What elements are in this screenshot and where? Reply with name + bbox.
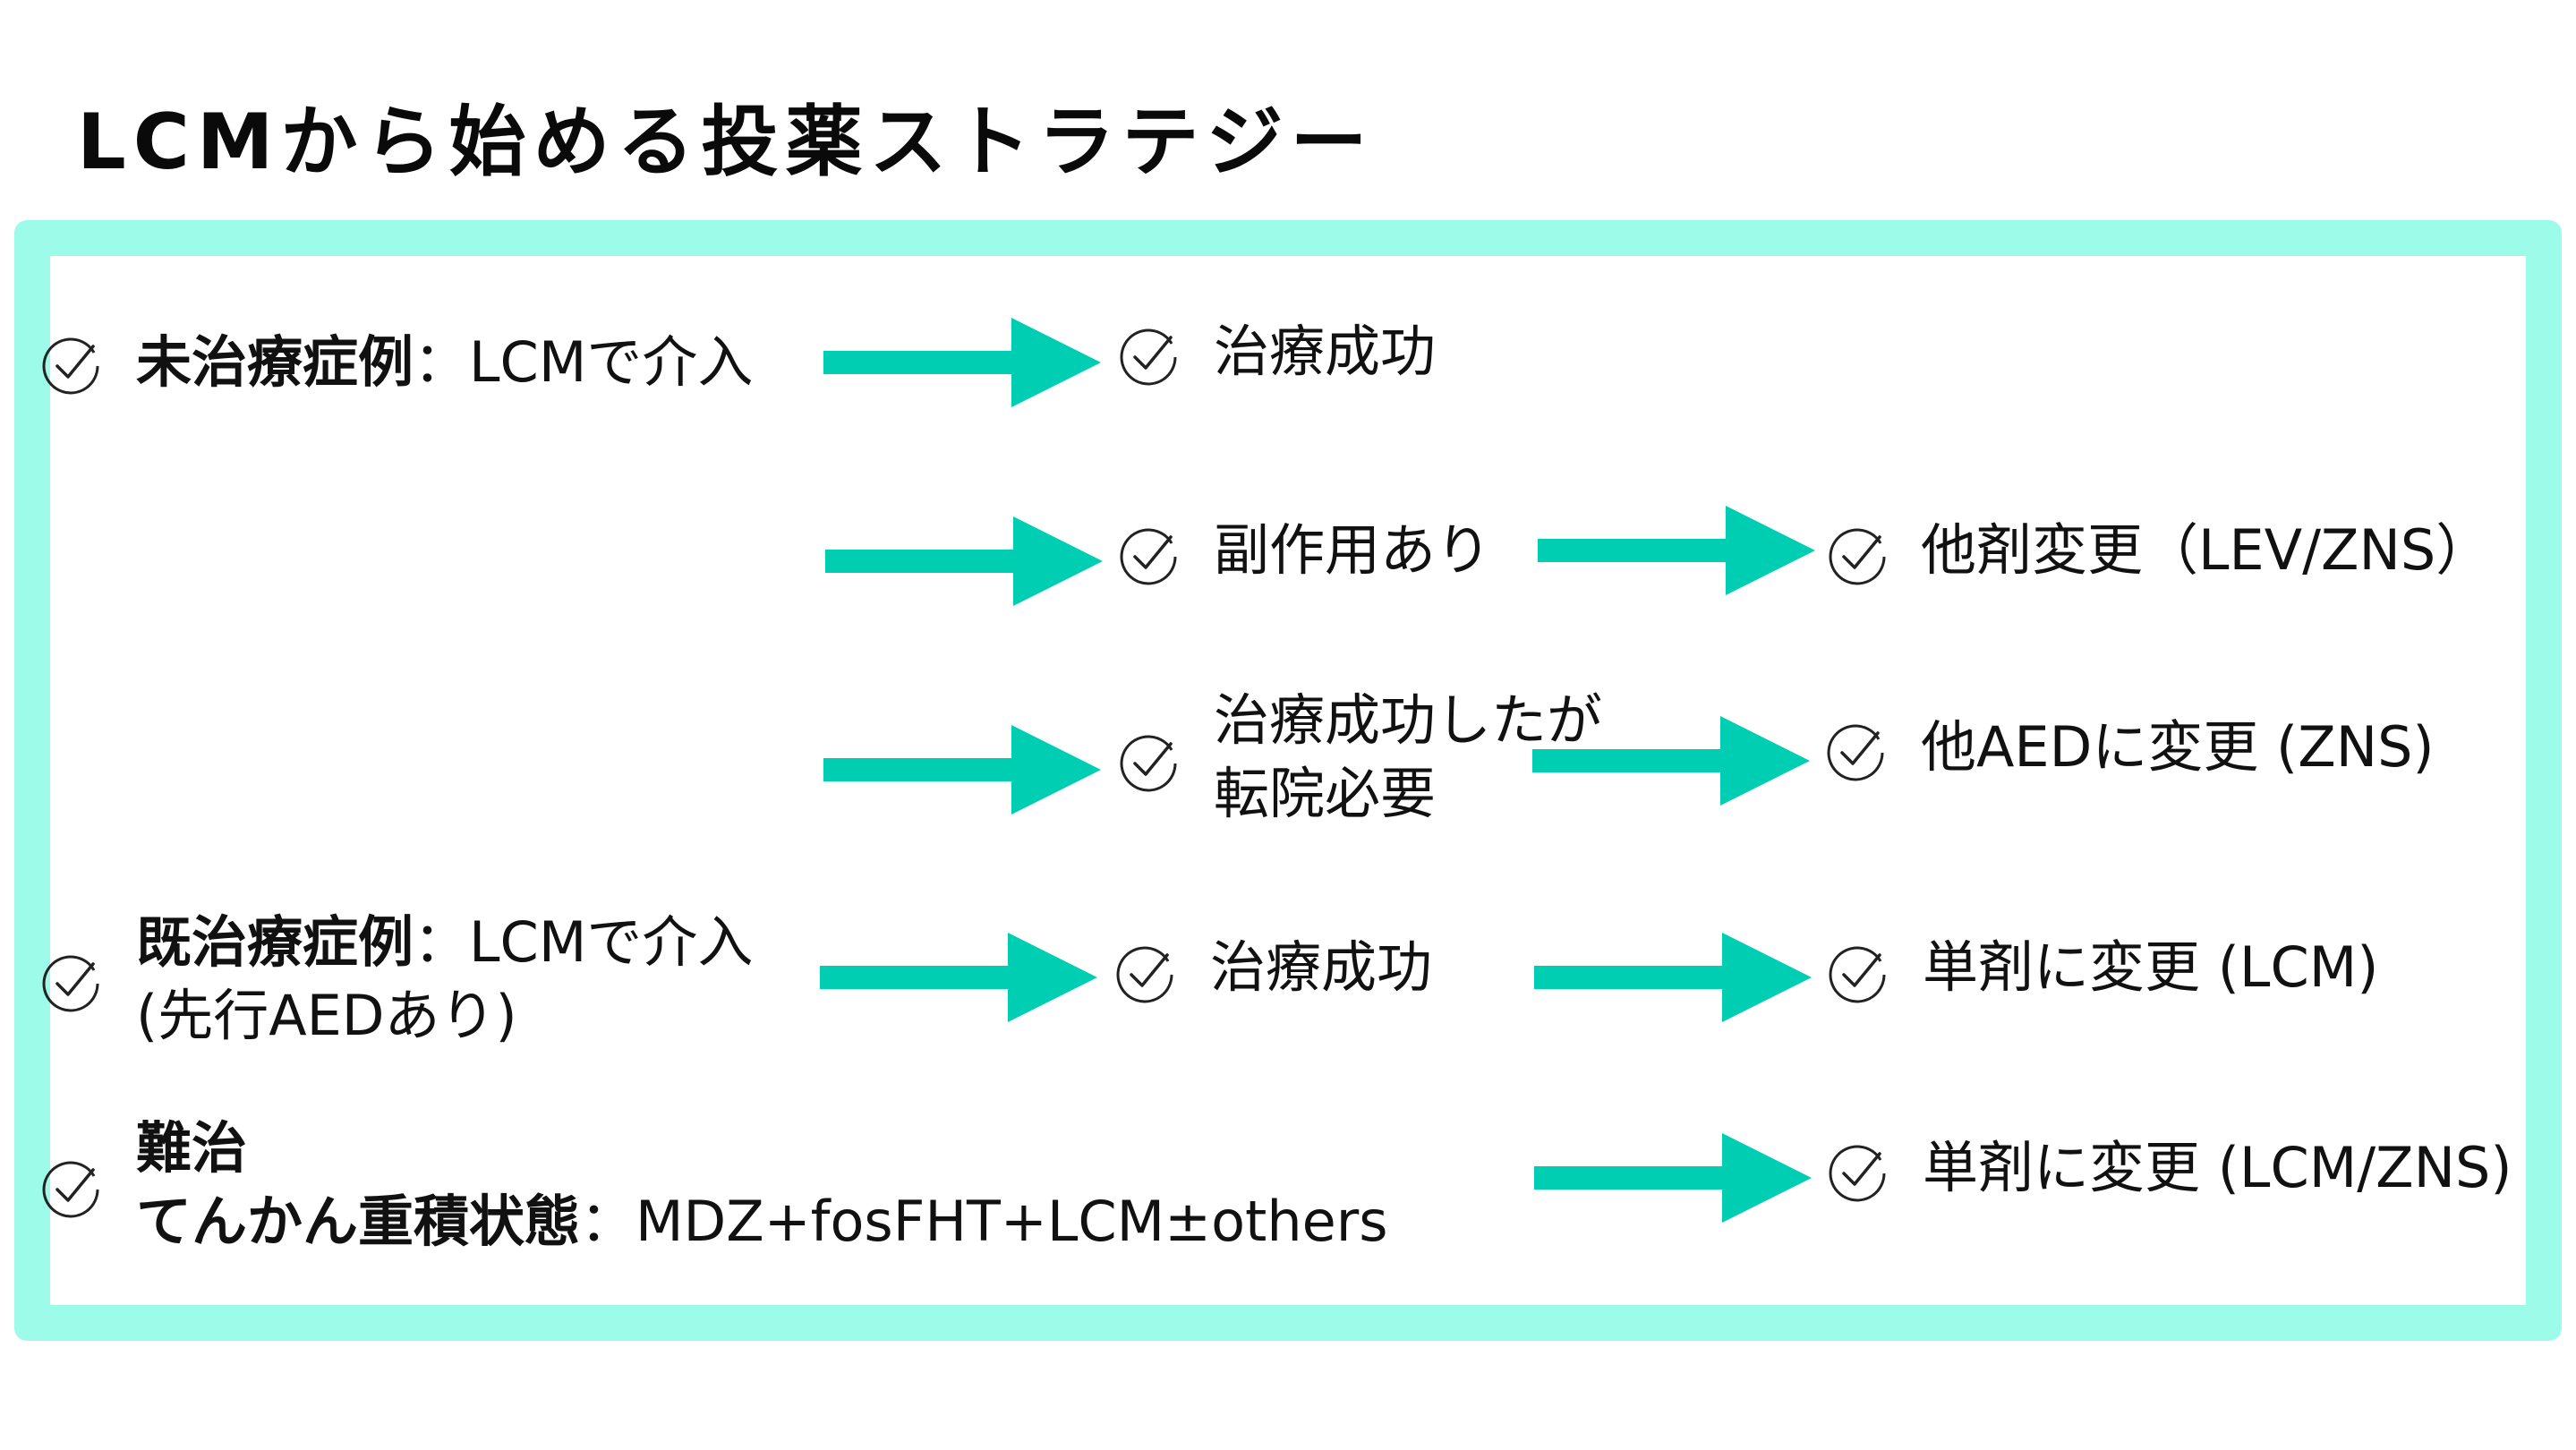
- outcome-success-transfer-line1: 治療成功したが: [1214, 687, 1603, 753]
- row-untreated-rest: ：LCMで介入: [414, 329, 754, 395]
- outcome-side-effect: 副作用あり: [1214, 517, 1492, 583]
- next-mono-lcm: 単剤に変更 (LCM): [1923, 934, 2379, 1000]
- right-arrow-icon: [820, 933, 1097, 1022]
- right-arrow-icon: [1534, 933, 1812, 1022]
- check-circle-icon: [1826, 943, 1889, 1006]
- row-refractory-bold-line2: てんかん重積状態: [136, 1189, 581, 1254]
- row-previously-treated-bold: 既治療症例: [136, 909, 414, 975]
- row-refractory-bold-line1: 難治: [136, 1115, 248, 1181]
- right-arrow-icon: [1538, 506, 1815, 595]
- check-circle-icon: [39, 1158, 102, 1221]
- next-switch-lev-zns: 他剤変更（LEV/ZNS）: [1921, 517, 2492, 583]
- row-previously-treated-label: 既治療症例：LCMで介入 (先行AEDあり): [136, 906, 753, 1053]
- check-circle-icon: [1117, 732, 1180, 795]
- row-untreated-label: 未治療症例：LCMで介入: [136, 326, 753, 399]
- right-arrow-icon: [823, 725, 1101, 815]
- outcome-success-1: 治療成功: [1214, 319, 1437, 384]
- row-refractory-label: 難治 てんかん重積状態：MDZ+fosFHT+LCM±others: [136, 1112, 1388, 1258]
- right-arrow-icon: [823, 318, 1101, 407]
- row-previously-treated-rest: ：LCMで介入: [414, 909, 754, 975]
- right-arrow-icon: [825, 516, 1103, 606]
- check-circle-icon: [39, 952, 102, 1015]
- outcome-success-transfer: 治療成功したが 転院必要: [1214, 684, 1602, 831]
- outcome-success-2: 治療成功: [1210, 934, 1433, 1000]
- right-arrow-icon: [1534, 1133, 1812, 1223]
- row-untreated-bold: 未治療症例: [136, 329, 414, 395]
- next-mono-lcm-zns: 単剤に変更 (LCM/ZNS): [1923, 1135, 2512, 1200]
- row-previously-treated-line2: (先行AEDあり): [136, 983, 517, 1048]
- page-title: LCMから始める投薬ストラテジー: [77, 98, 1375, 187]
- strategy-frame: [14, 220, 2562, 1341]
- check-circle-icon: [39, 335, 102, 397]
- right-arrow-icon: [1532, 716, 1810, 806]
- next-switch-other-aed-zns: 他AEDに変更 (ZNS): [1921, 714, 2435, 780]
- row-refractory-rest: ：MDZ+fosFHT+LCM±others: [580, 1189, 1388, 1254]
- check-circle-icon: [1113, 943, 1176, 1006]
- outcome-success-transfer-line2: 転院必要: [1214, 761, 1437, 826]
- check-circle-icon: [1117, 326, 1180, 388]
- check-circle-icon: [1117, 525, 1180, 588]
- check-circle-icon: [1826, 1142, 1889, 1205]
- check-circle-icon: [1826, 525, 1889, 588]
- check-circle-icon: [1824, 721, 1887, 784]
